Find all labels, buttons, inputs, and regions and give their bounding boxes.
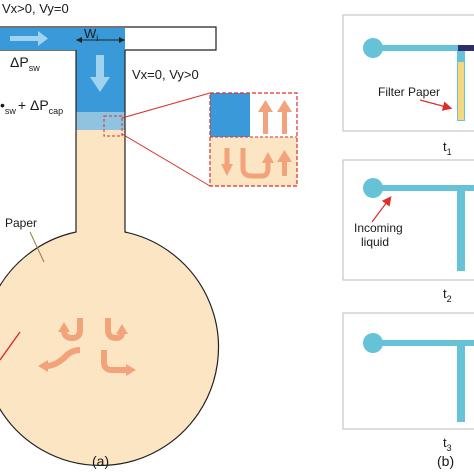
label-incoming-liquid-2: liquid <box>361 235 389 249</box>
flow-arrow-horizontal <box>10 31 48 46</box>
incoming-liquid-arrow <box>371 196 392 223</box>
bulb-flow-arrows <box>45 318 126 373</box>
label-paper: Paper <box>5 216 37 230</box>
panel-a: Wi Vx>0, Vy=0 ΔPsw Vx=0, Vy>0 •sw+ ΔPcap… <box>0 1 298 469</box>
label-incoming-liquid-1: Incoming <box>354 221 403 235</box>
zoom-line-top <box>121 92 211 119</box>
paper-pointer-line <box>29 231 45 263</box>
paper-body <box>0 130 219 466</box>
paper-outline <box>0 50 220 466</box>
zoom-source-box <box>103 115 123 137</box>
wi-dimension-arrows <box>76 37 125 43</box>
inset-up-arrows <box>258 100 292 176</box>
label-combined-pressure: •sw+ ΔPcap <box>0 97 63 116</box>
panel-b: Filter Paper t1 Incoming liquid t2 t3 (b… <box>342 14 474 469</box>
caption-a: (a) <box>92 453 109 469</box>
label-filter-paper: Filter Paper <box>378 85 440 99</box>
panel-b-frame-1: Filter Paper t1 <box>342 14 474 157</box>
liquid-horizontal <box>0 28 125 50</box>
label-t1: t1 <box>443 139 452 157</box>
filter-paper-arrow <box>419 99 453 111</box>
red-pointer-left <box>0 331 21 361</box>
inset-u-arrows <box>224 148 271 179</box>
horizontal-channel-outline <box>0 26 217 51</box>
bulb-flow-arrowheads <box>38 322 136 376</box>
label-vx-horizontal: Vx>0, Vy=0 <box>2 1 69 16</box>
label-dp-sw: ΔPsw <box>10 54 40 73</box>
label-t3: t3 <box>443 435 452 453</box>
label-vx-vertical: Vx=0, Vy>0 <box>132 67 199 82</box>
label-t2: t2 <box>443 286 452 304</box>
panel-b-frame-3: t3 <box>342 312 474 453</box>
zoom-line-bottom <box>121 133 211 187</box>
liquid-front <box>76 112 125 130</box>
caption-b: (b) <box>437 453 454 469</box>
flow-arrow-down <box>90 55 110 92</box>
zoom-inset <box>209 92 298 187</box>
panel-b-frame-2: Incoming liquid t2 <box>342 159 474 304</box>
wi-label: Wi <box>84 26 98 43</box>
